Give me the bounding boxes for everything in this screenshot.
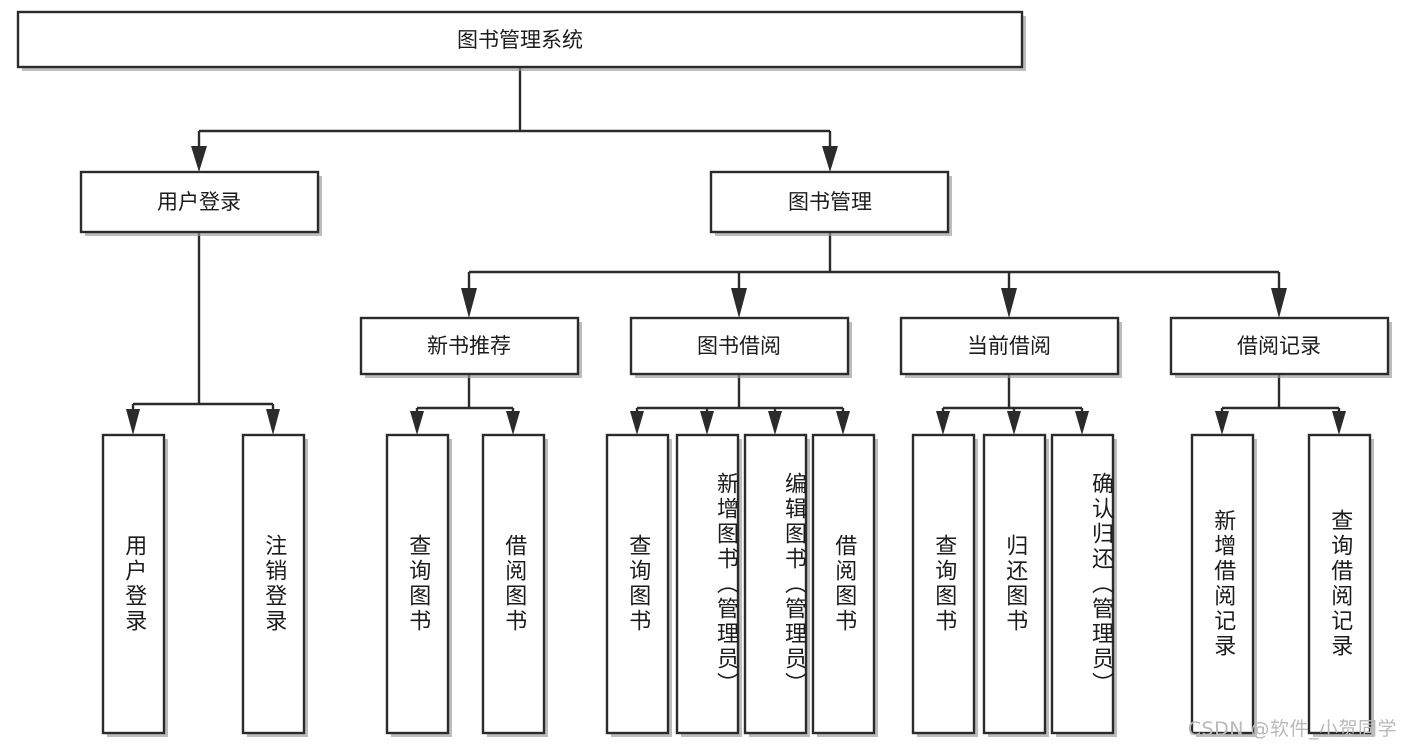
leaf-query-book-c-box[interactable]: [911, 433, 976, 735]
arrow-to-leaf-add-record: [1215, 411, 1229, 435]
leaf-edit-book-box[interactable]: [743, 433, 808, 735]
leaf-logout-box[interactable]: [241, 433, 306, 735]
node-current-borrow[interactable]: 当前借阅: [899, 316, 1122, 378]
arrow-to-leaf-add-book: [700, 411, 714, 435]
arrow-to-leaf-user-login: [126, 409, 140, 435]
arrow-to-user-login: [191, 146, 207, 172]
node-user-login[interactable]: 用户登录: [79, 170, 322, 236]
arrow-to-leaf-edit-book: [768, 411, 782, 435]
node-book-borrow[interactable]: 图书借阅: [629, 316, 852, 378]
leaf-confirm-return-box[interactable]: [1050, 433, 1115, 735]
arrow-to-leaf-query-record: [1332, 411, 1346, 435]
current-borrow-label: 当前借阅: [967, 334, 1051, 358]
node-new-book-recommend[interactable]: 新书推荐: [359, 316, 582, 378]
leaf-borrow-book-b-box[interactable]: [811, 433, 876, 735]
new-book-label: 新书推荐: [427, 334, 511, 358]
node-root[interactable]: 图书管理系统: [16, 10, 1026, 71]
leaf-return-book-box[interactable]: [982, 433, 1047, 735]
leaf-user-login-box[interactable]: [101, 433, 166, 735]
arrow-to-current: [1001, 288, 1017, 318]
leaf-query-book-a-box[interactable]: [385, 433, 450, 735]
leaf-add-book-box[interactable]: [675, 433, 740, 735]
book-manage-label: 图书管理: [788, 190, 872, 214]
current-borrow-box[interactable]: [899, 316, 1120, 376]
root-box[interactable]: [16, 10, 1024, 69]
arrow-to-leaf-logout: [266, 409, 280, 435]
leaf-node-add-record[interactable]: [1190, 433, 1257, 737]
arrow-to-leaf-confirm-return: [1075, 411, 1089, 435]
book-borrow-label: 图书借阅: [697, 334, 781, 358]
book-manage-box[interactable]: [709, 170, 950, 234]
arrow-to-borrow: [731, 288, 747, 318]
leaf-node-return-book[interactable]: [982, 433, 1049, 737]
node-book-manage[interactable]: 图书管理: [709, 170, 952, 236]
leaf-query-record-box[interactable]: [1307, 433, 1372, 735]
leaf-node-logout[interactable]: [241, 433, 308, 737]
leaf-node-add-book[interactable]: [675, 433, 742, 737]
arrow-to-leaf-query-book-b: [630, 411, 644, 435]
leaf-node-query-book-c[interactable]: [911, 433, 978, 737]
user-login-box[interactable]: [79, 170, 320, 234]
leaf-node-query-record[interactable]: [1307, 433, 1374, 737]
leaf-node-confirm-return[interactable]: [1050, 433, 1117, 737]
arrow-to-newbook: [461, 288, 477, 318]
leaf-node-edit-book[interactable]: [743, 433, 810, 737]
node-layer: 图书管理系统 用户登录 图书管理 新书推荐: [16, 10, 1392, 737]
leaf-query-book-b-box[interactable]: [605, 433, 670, 735]
leaf-borrow-book-a-box[interactable]: [481, 433, 546, 735]
connector-layer: [126, 67, 1346, 435]
arrow-to-record: [1271, 288, 1287, 318]
leaf-node-borrow-book-b[interactable]: [811, 433, 878, 737]
user-login-label: 用户登录: [157, 190, 241, 214]
watermark-text: CSDN @软件_小贺同学: [1187, 718, 1397, 740]
node-borrow-record[interactable]: 借阅记录: [1169, 316, 1392, 378]
leaf-add-record-box[interactable]: [1190, 433, 1255, 735]
arrow-to-leaf-borrow-book-b: [836, 411, 850, 435]
arrow-to-leaf-query-book-c: [936, 411, 950, 435]
root-label: 图书管理系统: [457, 28, 583, 52]
leaf-node-query-book-b[interactable]: [605, 433, 672, 737]
arrow-to-leaf-return-book: [1007, 411, 1021, 435]
new-book-box[interactable]: [359, 316, 580, 376]
book-borrow-box[interactable]: [629, 316, 850, 376]
arrow-to-leaf-query-book-a: [410, 411, 424, 435]
borrow-record-label: 借阅记录: [1237, 334, 1321, 358]
leaf-node-user-login[interactable]: [101, 433, 168, 737]
arrow-to-leaf-borrow-book-a: [506, 411, 520, 435]
leaf-node-query-book-a[interactable]: [385, 433, 452, 737]
leaf-node-borrow-book-a[interactable]: [481, 433, 548, 737]
borrow-record-box[interactable]: [1169, 316, 1390, 376]
arrow-to-book-manage: [822, 146, 838, 172]
leaf-box-group: [101, 433, 1374, 737]
